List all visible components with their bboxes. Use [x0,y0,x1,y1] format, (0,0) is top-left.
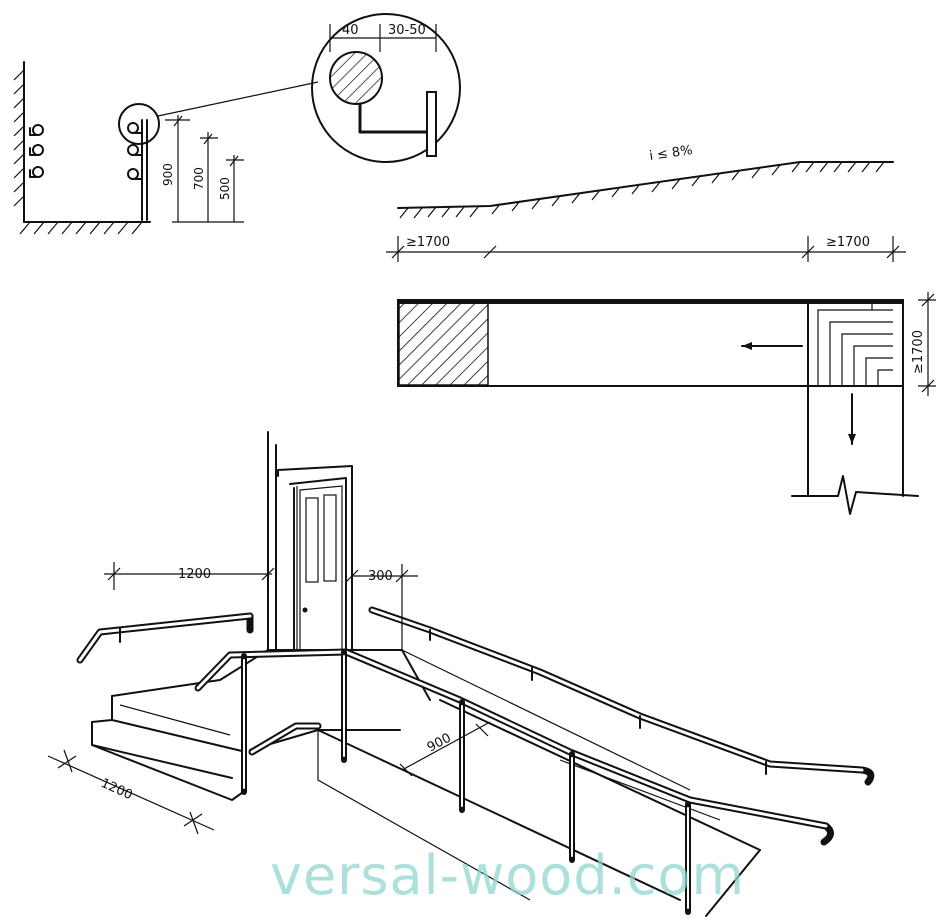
landing-right-label: ≥1700 [826,235,870,250]
dim-1200-bottom: 1200 [98,776,134,803]
height-900-label: 900 [161,163,175,186]
ramp-plan: ≥1700 [397,292,936,515]
handrail-detail: 40 30-50 [157,13,461,163]
height-700-label: 700 [192,167,206,190]
profile-hatch [399,161,885,219]
ramp-posts [241,649,691,915]
detail-dim-30-50: 30-50 [388,23,426,38]
watermark: versal-wood.com [270,844,745,907]
slope-label: i ≤ 8% [648,143,693,164]
plan-side-label: ≥1700 [911,330,926,374]
dim-1200-top: 1200 [178,567,211,582]
landing-left-label: ≥1700 [406,235,450,250]
detail-marker-circle [118,103,160,145]
floor-hatch [19,221,143,235]
post-handrails [127,119,148,221]
wall-hatch [13,69,25,207]
dim-300: 300 [368,569,393,584]
detail-dim-40: 40 [342,23,359,38]
dim-900: 900 [425,731,454,756]
wall-section: 900 700 500 [13,61,244,235]
height-500-label: 500 [218,177,232,200]
height-dimensions [165,115,244,223]
wall-handrails [29,124,44,178]
ramp-profile: i ≤ 8% ≥1700 ≥1700 [386,143,906,262]
plan-turn-lines [817,304,893,386]
ramp-perspective: 1200 300 900 1200 [47,431,875,917]
